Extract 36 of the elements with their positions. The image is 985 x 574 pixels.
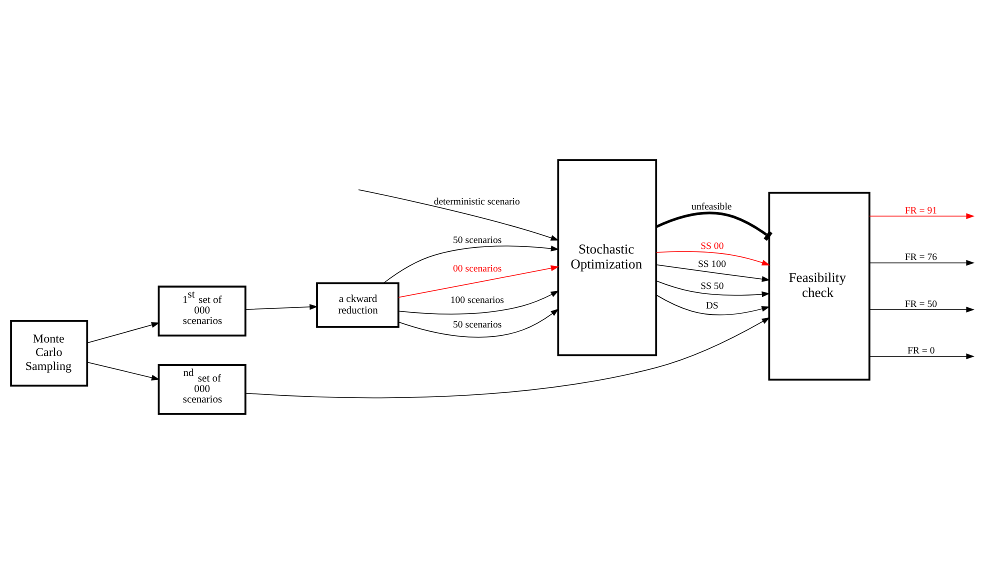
- arrow: [869, 353, 975, 360]
- arrow: [358, 189, 560, 241]
- arrow: [398, 308, 559, 338]
- edge-label: deterministic scenario: [434, 196, 520, 208]
- edge-label: 50 scenarios: [453, 319, 502, 330]
- arrow: [245, 304, 318, 310]
- arrow: [656, 294, 770, 316]
- arrow: [656, 251, 770, 266]
- arrow: [398, 265, 560, 298]
- edge-label: unfeasible: [692, 202, 732, 213]
- edge-label: SS 00: [700, 240, 724, 252]
- edge-label: FR = 91: [904, 205, 937, 216]
- arrow: [869, 306, 975, 313]
- edge-label: 00 scenarios: [453, 263, 502, 274]
- arrow: [656, 264, 770, 282]
- edge-label: SS 50: [700, 280, 724, 292]
- arrow: [869, 260, 975, 266]
- edge-label: FR = 76: [904, 252, 937, 264]
- connector: [656, 212, 772, 241]
- edge-label: DS: [706, 300, 718, 312]
- edge-label: 50 scenarios: [453, 234, 502, 246]
- arrow: [86, 362, 160, 380]
- arrow: [656, 280, 770, 298]
- edge-label: SS 100: [698, 258, 726, 270]
- edge-label: 100 scenarios: [450, 295, 504, 306]
- arrow: [869, 213, 975, 220]
- node-box: Stochastic Optimization: [557, 159, 658, 356]
- edge-label: FR = 0: [907, 346, 935, 357]
- node-box: Monte Carlo Sampling: [10, 320, 88, 387]
- arrow: [245, 317, 770, 398]
- edge-label: FR = 50: [904, 298, 937, 310]
- arrow: [398, 290, 560, 314]
- arrow: [86, 322, 160, 344]
- node-box: a ckward reduction: [316, 282, 400, 328]
- arrow: [383, 246, 560, 284]
- node-box: Feasibility check: [768, 192, 870, 381]
